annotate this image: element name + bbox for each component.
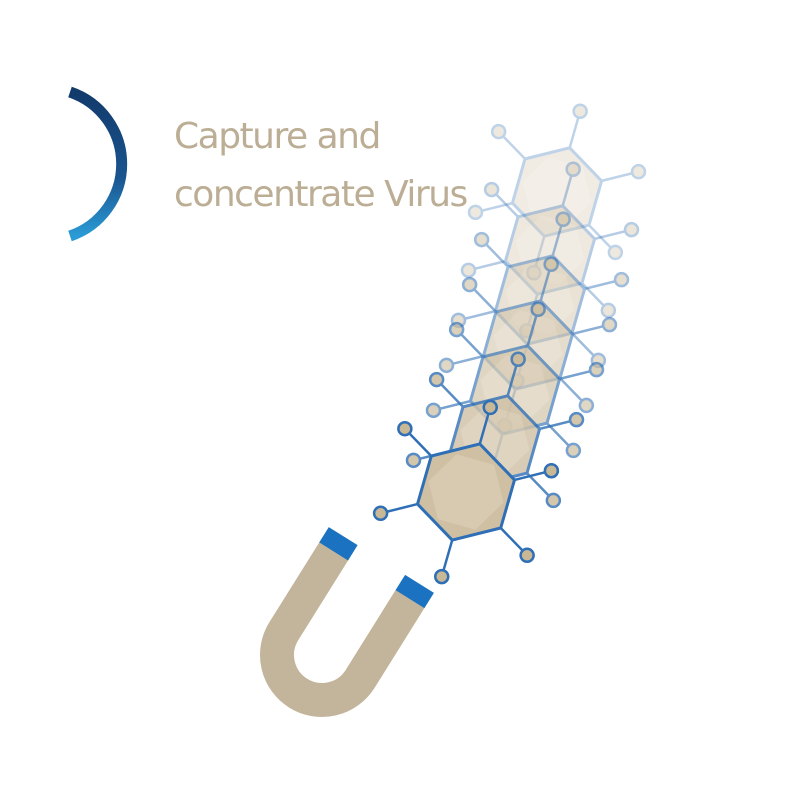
virus-spike bbox=[588, 224, 617, 254]
virus-spike bbox=[571, 332, 600, 362]
virus-spike bbox=[458, 309, 496, 322]
virus-spike-tip bbox=[467, 204, 484, 221]
virus-spike bbox=[551, 218, 565, 257]
virus-spike bbox=[475, 201, 513, 214]
virus-spike-tip bbox=[588, 361, 605, 378]
virus-spike-tip bbox=[519, 547, 535, 564]
virus-facet bbox=[428, 454, 504, 530]
virus-spike-tip bbox=[543, 256, 559, 273]
virus-spike bbox=[480, 238, 509, 268]
virus-spike bbox=[532, 235, 546, 274]
virus-spike-tip bbox=[607, 244, 624, 261]
magnet-pole-left bbox=[319, 527, 358, 561]
virus-facet bbox=[522, 157, 592, 227]
virus-spike-tip bbox=[613, 271, 630, 288]
virus-capsid bbox=[503, 204, 597, 296]
virus-particle bbox=[372, 399, 560, 585]
virus-spike-tip bbox=[545, 492, 562, 509]
virus-spike bbox=[568, 110, 582, 149]
virus-spike-tip bbox=[405, 452, 422, 469]
virus-spike-tip bbox=[543, 462, 560, 479]
title-line-2: concentrate Virus bbox=[174, 174, 468, 215]
virus-spike-tip bbox=[490, 123, 507, 140]
virus-spike-tip bbox=[428, 371, 445, 388]
virus-spike-tip bbox=[460, 262, 477, 279]
virus-spike bbox=[601, 170, 639, 183]
virus-spike-tip bbox=[438, 357, 455, 374]
virus-spike-tip bbox=[530, 301, 546, 318]
virus-spike-tip bbox=[565, 442, 582, 459]
virus-spike-tip bbox=[572, 103, 588, 120]
virus-spike-tip bbox=[397, 420, 413, 437]
virus-spike-tip bbox=[510, 351, 526, 368]
virus-spike-tip bbox=[448, 321, 465, 338]
virus-spike-tip bbox=[372, 505, 389, 522]
virus-spike-tip bbox=[483, 181, 500, 198]
magnet-pole-right bbox=[395, 574, 434, 609]
virus-spike bbox=[561, 168, 575, 207]
virus-spike bbox=[497, 130, 526, 160]
virus-capsid bbox=[510, 146, 604, 238]
virus-spike-tip bbox=[565, 161, 581, 178]
virus-spike-tip bbox=[623, 221, 640, 238]
virus-particle bbox=[460, 161, 640, 339]
title-line-1: Capture and bbox=[174, 116, 381, 157]
virus-chain-icon bbox=[372, 103, 647, 585]
virus-spike-tip bbox=[555, 211, 571, 228]
arc-decoration bbox=[68, 86, 128, 242]
virus-spike-tip bbox=[425, 402, 442, 419]
virus-spike-tip bbox=[433, 568, 450, 585]
virus-spike-tip bbox=[568, 411, 585, 428]
virus-spike-tip bbox=[600, 302, 617, 319]
virus-spike-tip bbox=[578, 397, 595, 414]
virus-particle bbox=[467, 103, 647, 281]
virus-spike bbox=[468, 259, 506, 272]
virus-spike-tip bbox=[630, 163, 647, 180]
virus-spike bbox=[490, 188, 519, 218]
page-title: Capture and concentrate Virus bbox=[174, 108, 468, 224]
magnet-icon bbox=[260, 527, 434, 717]
virus-spike-tip bbox=[473, 231, 490, 248]
virus-spike-tip bbox=[526, 264, 542, 281]
virus-spike bbox=[581, 282, 610, 312]
virus-spike-tip bbox=[461, 276, 478, 293]
virus-facet bbox=[515, 215, 585, 285]
virus-spike-tip bbox=[482, 399, 499, 416]
virus-spike bbox=[594, 228, 632, 241]
virus-spike bbox=[584, 278, 622, 291]
virus-spike-tip bbox=[601, 316, 618, 333]
